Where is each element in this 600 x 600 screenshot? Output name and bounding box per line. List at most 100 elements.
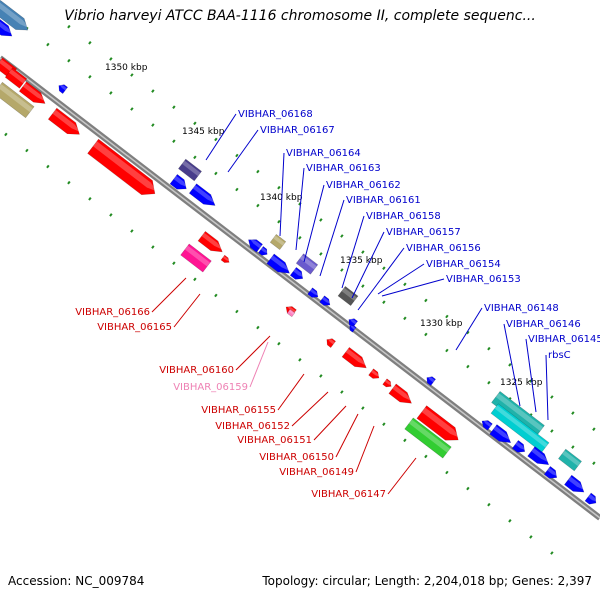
gene-label[interactable]: VIBHAR_06167 <box>260 125 335 136</box>
leader-line <box>319 199 345 277</box>
gene-feature[interactable] <box>489 424 515 448</box>
gene-feature[interactable] <box>188 183 219 211</box>
tick-mark <box>235 309 239 314</box>
tick-mark <box>109 57 113 61</box>
gene-feature[interactable] <box>511 440 528 455</box>
gene-label[interactable]: VIBHAR_06155 <box>201 405 276 416</box>
gene-label[interactable]: VIBHAR_06165 <box>97 322 172 333</box>
gene-feature[interactable] <box>87 138 161 201</box>
gene-label[interactable]: VIBHAR_06150 <box>259 452 334 463</box>
gene-feature[interactable] <box>564 474 587 497</box>
tick-mark <box>550 395 554 399</box>
gene-feature[interactable] <box>47 107 84 140</box>
leader-line <box>387 457 417 495</box>
gene-feature[interactable] <box>388 383 415 408</box>
gene-feature[interactable] <box>289 267 306 282</box>
topology-summary-text: Topology: circular; Length: 2,204,018 bp… <box>262 574 592 588</box>
gene-label[interactable]: VIBHAR_06160 <box>159 365 234 376</box>
tick-mark <box>403 316 407 321</box>
gene-feature[interactable] <box>480 418 493 431</box>
gene-feature[interactable] <box>286 308 296 318</box>
gene-label[interactable]: VIBHAR_06145 <box>528 334 600 345</box>
gene-label[interactable]: rbsC <box>548 350 571 361</box>
tick-mark <box>550 429 554 433</box>
gene-feature[interactable] <box>4 67 28 89</box>
tick-mark <box>214 137 218 142</box>
tick-mark <box>67 24 71 29</box>
gene-label[interactable]: VIBHAR_06158 <box>366 211 441 222</box>
gene-label[interactable]: VIBHAR_06163 <box>306 163 381 174</box>
gene-label[interactable]: VIBHAR_06157 <box>386 227 461 238</box>
gene-feature[interactable] <box>348 324 357 333</box>
tick-mark <box>529 535 533 539</box>
tick-mark <box>172 105 176 109</box>
gene-feature[interactable] <box>295 253 319 275</box>
gene-feature[interactable] <box>558 448 582 472</box>
gene-label[interactable]: VIBHAR_06166 <box>75 307 150 318</box>
gene-label[interactable]: VIBHAR_06148 <box>484 303 559 314</box>
tick-mark <box>487 502 491 507</box>
gene-label[interactable]: VIBHAR_06159 <box>173 382 248 393</box>
gene-feature[interactable] <box>527 446 553 470</box>
leader-line <box>357 247 405 311</box>
tick-mark <box>382 422 386 426</box>
gene-feature[interactable] <box>180 243 212 273</box>
gene-feature[interactable] <box>18 81 49 109</box>
gene-feature[interactable] <box>0 18 16 41</box>
tick-mark <box>46 42 50 47</box>
leader-line <box>205 113 237 161</box>
leader-line <box>151 277 187 313</box>
gene-label[interactable]: VIBHAR_06147 <box>311 489 386 500</box>
gene-feature[interactable] <box>245 236 263 253</box>
gene-label[interactable]: VIBHAR_06153 <box>446 274 521 285</box>
gene-label[interactable]: VIBHAR_06161 <box>346 195 421 206</box>
gene-feature[interactable] <box>307 287 321 300</box>
tick-mark <box>508 363 512 367</box>
gene-label[interactable]: VIBHAR_06162 <box>326 180 401 191</box>
gene-feature[interactable] <box>584 492 599 507</box>
tick-mark <box>487 346 491 351</box>
gene-feature[interactable] <box>404 417 452 459</box>
gene-feature[interactable] <box>382 378 394 389</box>
leader-line <box>377 263 425 295</box>
tick-mark <box>571 445 575 449</box>
gene-feature[interactable] <box>337 286 359 306</box>
gene-feature[interactable] <box>220 254 231 265</box>
label-leader-lines <box>151 113 549 495</box>
gene-feature[interactable] <box>178 158 202 182</box>
tick-mark <box>445 314 449 319</box>
leader-line <box>525 338 537 413</box>
leader-line <box>455 307 483 351</box>
gene-label[interactable]: VIBHAR_06152 <box>215 421 290 432</box>
gene-feature[interactable] <box>269 234 287 250</box>
gene-label[interactable]: VIBHAR_06149 <box>279 467 354 478</box>
gene-feature[interactable] <box>416 405 463 447</box>
leader-line <box>381 278 445 297</box>
gene-label[interactable]: VIBHAR_06151 <box>237 435 312 446</box>
gene-label[interactable]: VIBHAR_06156 <box>406 243 481 254</box>
gene-feature[interactable] <box>341 346 370 372</box>
gene-label[interactable]: VIBHAR_06164 <box>286 148 361 159</box>
gene-feature[interactable] <box>0 0 32 35</box>
tick-mark <box>256 203 260 208</box>
gene-feature[interactable] <box>258 246 269 257</box>
tick-mark <box>424 454 428 459</box>
leader-line <box>291 391 329 427</box>
gene-feature[interactable] <box>56 82 68 94</box>
gene-feature[interactable] <box>424 374 436 386</box>
gene-feature[interactable] <box>197 230 226 256</box>
gene-feature[interactable] <box>266 253 293 278</box>
gene-label[interactable]: VIBHAR_06154 <box>426 259 501 270</box>
leader-line <box>355 425 375 473</box>
gene-label[interactable]: VIBHAR_06146 <box>506 319 581 330</box>
tick-mark <box>466 364 470 369</box>
gene-label[interactable]: VIBHAR_06168 <box>238 109 313 120</box>
gene-feature[interactable] <box>324 336 336 348</box>
gene-feature[interactable] <box>319 295 333 308</box>
gene-feature[interactable] <box>0 81 35 119</box>
gene-feature[interactable] <box>543 466 560 481</box>
gene-feature[interactable] <box>368 368 382 381</box>
gene-feature[interactable] <box>169 174 190 193</box>
tick-mark <box>67 180 71 185</box>
tick-mark <box>277 341 281 346</box>
